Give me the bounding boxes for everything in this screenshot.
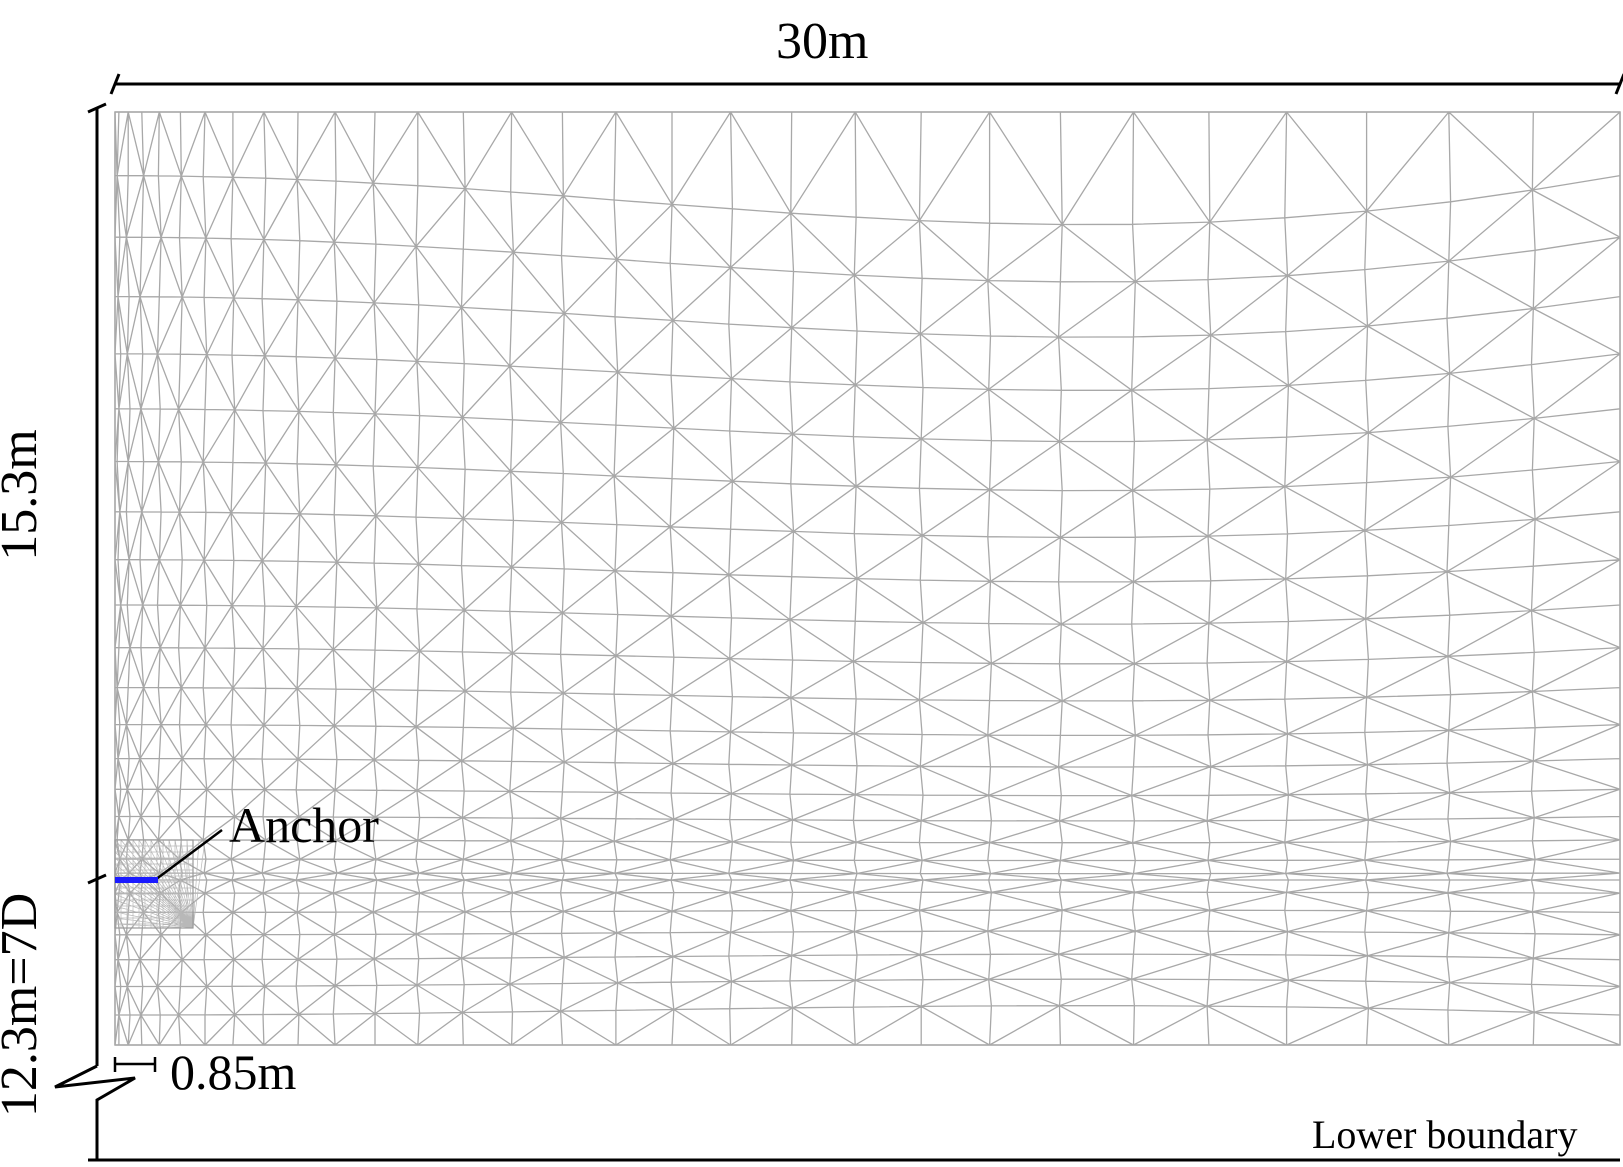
mesh-lines (114, 111, 1621, 1046)
width-dimension (109, 73, 1623, 95)
finite-element-mesh (114, 111, 1621, 1046)
width-label: 30m (776, 13, 869, 70)
domain-boundary (114, 111, 1621, 1046)
anchor-leader-line (154, 828, 223, 882)
diameter-dimension (113, 1057, 157, 1072)
anchor-label: Anchor (229, 797, 379, 853)
upper-height-label: 15.3m (0, 429, 48, 561)
anchor-diameter-label: 0.85m (170, 1044, 297, 1100)
lower-boundary-label: Lower boundary (1312, 1112, 1578, 1157)
lower-height-label: 12.3m=7D (0, 892, 48, 1118)
height-dimension (54, 102, 136, 1160)
break-symbol (54, 1064, 136, 1160)
anchor-zone (114, 839, 194, 929)
